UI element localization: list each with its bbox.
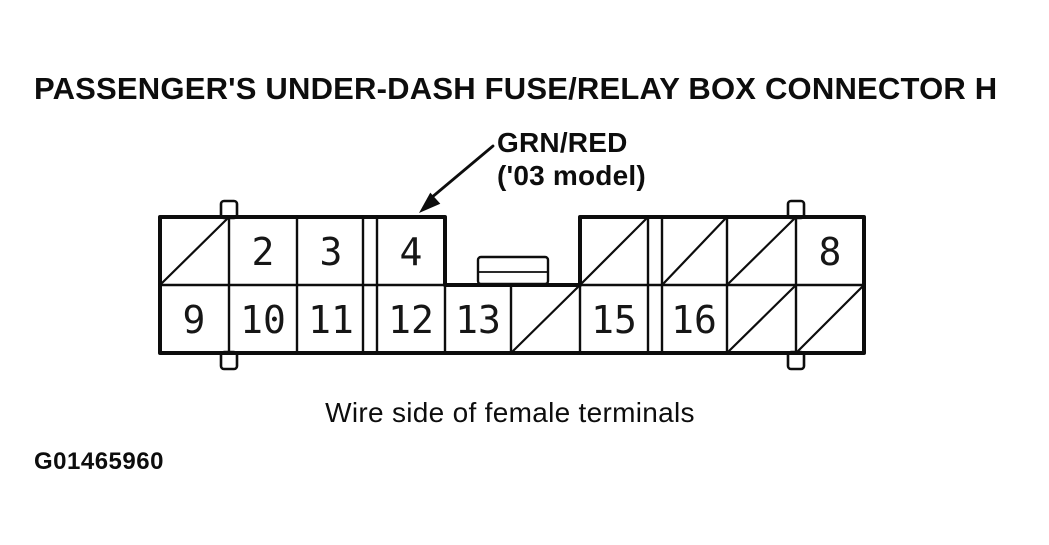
blocked-cell-diagonal xyxy=(580,217,648,285)
terminal-label-13: 13 xyxy=(455,298,501,342)
figure-id: G01465960 xyxy=(34,448,164,475)
wire-callout: GRN/RED ('03 model) xyxy=(497,126,646,192)
connector-body-outline xyxy=(158,215,866,355)
blocked-cell-diagonal xyxy=(160,217,229,285)
terminal-label-11: 11 xyxy=(308,298,354,342)
terminal-label-12: 12 xyxy=(388,298,434,342)
terminal-label-4: 4 xyxy=(400,230,423,274)
terminal-label-9: 9 xyxy=(183,298,206,342)
terminal-label-16: 16 xyxy=(671,298,717,342)
terminal-label-15: 15 xyxy=(591,298,637,342)
terminal-label-2: 2 xyxy=(252,230,275,274)
terminal-label-8: 8 xyxy=(819,230,842,274)
blocked-cell-diagonal xyxy=(727,285,796,353)
arrowhead-icon xyxy=(419,192,441,213)
blocked-cell-diagonal xyxy=(727,217,796,285)
connector-key-block xyxy=(476,255,550,286)
terminal-label-3: 3 xyxy=(320,230,343,274)
blocked-cell-diagonal xyxy=(662,217,727,285)
model-note-label: ('03 model) xyxy=(497,160,646,191)
page-title: PASSENGER'S UNDER-DASH FUSE/RELAY BOX CO… xyxy=(34,71,998,106)
terminal-label-10: 10 xyxy=(240,298,286,342)
callout-arrow-line xyxy=(429,144,495,200)
wire-side-caption: Wire side of female terminals xyxy=(325,397,695,428)
wire-color-label: GRN/RED xyxy=(497,127,628,158)
blocked-cell-diagonal xyxy=(511,285,580,353)
blocked-cell-diagonal xyxy=(796,285,864,353)
